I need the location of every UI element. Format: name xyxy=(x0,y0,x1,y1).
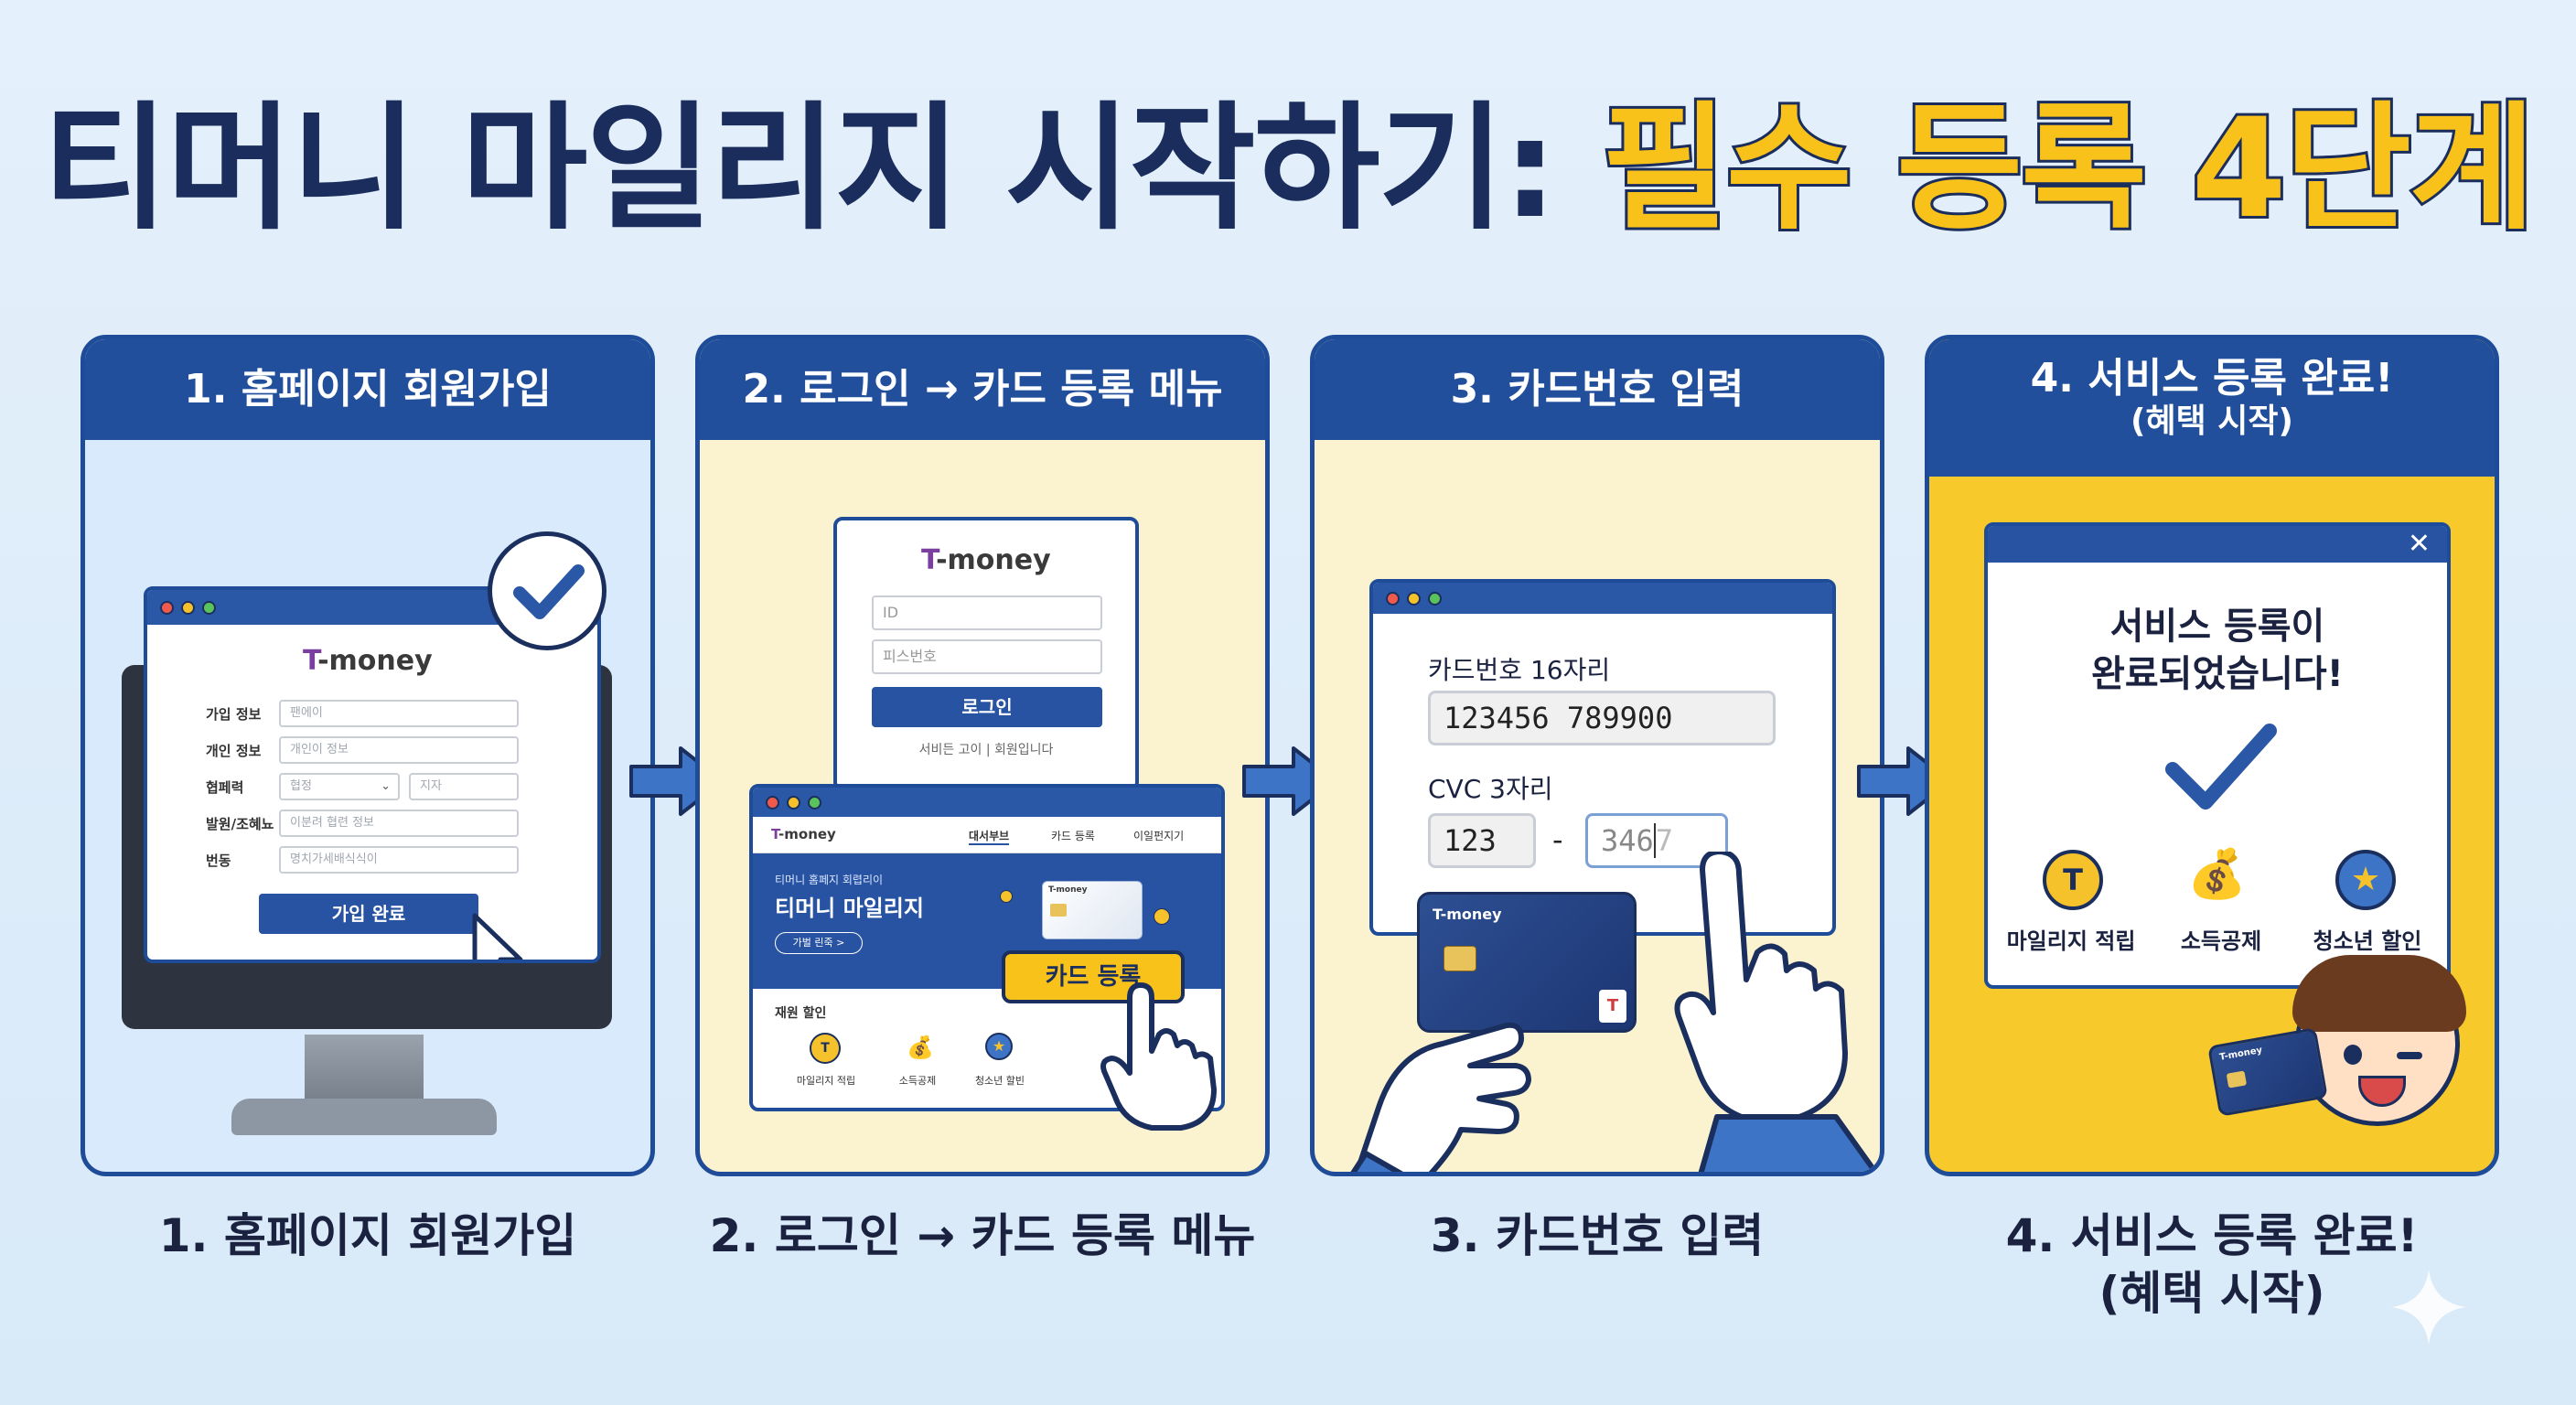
page-title: 티머니 마일리지 시작하기: 필수 등록 4단계 xyxy=(0,98,2576,241)
window-titlebar xyxy=(753,788,1221,817)
step4-panel: 4. 서비스 등록 완료! (혜택 시작) ✕ 서비스 등록이 완료되었습니다!… xyxy=(1925,335,2499,1176)
cvc-input-active[interactable]: 3467 xyxy=(1585,813,1728,868)
maximize-dot[interactable] xyxy=(202,600,216,615)
character-face xyxy=(2292,955,2466,1126)
signup-select[interactable]: 협정 ⌄ xyxy=(279,773,400,800)
cvc-dash: - xyxy=(1552,822,1563,857)
star-badge-icon: ★ xyxy=(2335,850,2396,910)
form-row-4: 발원/조혜뇨 이분려 협련 정보 xyxy=(206,810,519,837)
form-row-1: 가입 정보 팬에이 xyxy=(206,700,519,727)
close-icon[interactable]: ✕ xyxy=(2407,528,2431,560)
step1-header: 1. 홈페이지 회원가입 xyxy=(85,339,650,440)
login-button[interactable]: 로그인 xyxy=(872,687,1102,727)
minimize-dot[interactable] xyxy=(787,795,800,810)
hand-pointer-icon xyxy=(1100,982,1217,1131)
card-number-label: 카드번호 16자리 xyxy=(1428,655,1611,685)
monitor-stand xyxy=(305,1035,424,1108)
signup-field-1[interactable]: 팬에이 xyxy=(279,700,519,727)
nav-item-3[interactable]: 이일펀지기 xyxy=(1133,830,1185,842)
card-t-badge: T xyxy=(1599,990,1626,1023)
login-password-input[interactable]: 피스번호 xyxy=(872,639,1102,674)
benefit-youth: 청소년 할인 xyxy=(2313,928,2422,954)
chevron-down-icon: ⌄ xyxy=(381,779,391,793)
benefit-mileage: 마일리지 적립 xyxy=(2006,928,2136,954)
cvc-input[interactable]: 123 xyxy=(1428,813,1536,868)
step3-header: 3. 카드번호 입력 xyxy=(1315,339,1880,440)
step2-header: 2. 로그인 → 카드 등록 메뉴 xyxy=(700,339,1265,440)
minimize-dot[interactable] xyxy=(181,600,195,615)
money-hand-icon: 💰 xyxy=(907,1035,934,1060)
tmoney-logo: T-money xyxy=(921,544,1051,576)
maximize-dot[interactable] xyxy=(1428,591,1442,606)
form-row-2: 개인 정보 개인이 정보 xyxy=(206,736,519,764)
window-titlebar xyxy=(1373,583,1832,614)
close-dot[interactable] xyxy=(766,795,779,810)
card-number-input[interactable]: 123456 789900 xyxy=(1428,691,1776,745)
card-chip xyxy=(1444,946,1476,971)
sparkle-icon xyxy=(2391,1270,2466,1345)
coin-icon xyxy=(1154,908,1170,925)
hand-pointer-icon xyxy=(1674,852,1879,1172)
nav-item-2[interactable]: 카드 등록 xyxy=(1051,830,1095,842)
step3-caption: 3. 카드번호 입력 xyxy=(1430,1209,1765,1262)
coin-icon xyxy=(1000,890,1013,903)
form-row-3: 협페력 협정 ⌄ 지자 xyxy=(206,773,519,800)
close-dot[interactable] xyxy=(1386,591,1400,606)
star-badge-icon: ★ xyxy=(985,1033,1013,1060)
site-icon-row: T 마일리지 적립 💰 소득공제 ★ 청소년 할빈 xyxy=(796,1033,1025,1087)
step4-caption: 4. 서비스 등록 완료! (혜택 시작) xyxy=(2005,1209,2419,1320)
step4-header: 4. 서비스 등록 완료! (혜택 시작) xyxy=(1929,339,2495,477)
tmoney-logo: T-money xyxy=(303,645,433,677)
benefit-tax: 소득공제 xyxy=(2180,928,2262,954)
hero-button[interactable]: 가벌 린죽 > xyxy=(775,932,863,954)
form-row-5: 번동 명치가세배식식이 xyxy=(206,846,519,874)
site-logo[interactable]: T-money xyxy=(771,826,836,842)
monitor-base xyxy=(231,1099,497,1135)
nav-item-1[interactable]: 대서부브 xyxy=(969,828,1010,845)
signup-field-4[interactable]: 이분려 협련 정보 xyxy=(279,810,519,837)
step3-panel: 3. 카드번호 입력 카드번호 16자리 123456 789900 CVC 3… xyxy=(1310,335,1884,1176)
login-id-input[interactable]: ID xyxy=(872,595,1102,630)
check-icon xyxy=(2165,724,2277,810)
tmoney-card: T-money T xyxy=(1417,892,1637,1033)
check-icon xyxy=(513,564,585,619)
signup-field-3b[interactable]: 지자 xyxy=(409,773,519,800)
cvc-label: CVC 3자리 xyxy=(1428,774,1553,804)
section-title: 재원 할인 xyxy=(775,1006,827,1021)
step2-caption: 2. 로그인 → 카드 등록 메뉴 xyxy=(709,1209,1256,1262)
title-part2: 필수 등록 4단계 xyxy=(1599,90,2538,249)
step1-panel: 1. 홈페이지 회원가입 T-money 가입 정보 팬에이 개인 정보 개인이… xyxy=(80,335,655,1176)
completion-popup: ✕ 서비스 등록이 완료되었습니다! T 마일리지 적립 💰 소득공제 ★ 청소… xyxy=(1984,522,2451,989)
site-nav: T-money 대서부브 카드 등록 이일펀지기 xyxy=(753,817,1221,853)
signup-submit-button[interactable]: 가입 완료 xyxy=(259,894,478,934)
step1-caption: 1. 홈페이지 회원가입 xyxy=(158,1209,577,1262)
check-bubble xyxy=(488,531,606,650)
popup-titlebar: ✕ xyxy=(1988,526,2447,563)
coin-icon: T xyxy=(2043,850,2103,910)
site-hero: 티머니 홈페지 회렵리이 티머니 마일리지 가벌 린죽 > T-money xyxy=(753,853,1221,989)
signup-field-2[interactable]: 개인이 정보 xyxy=(279,736,519,764)
cursor-arrow-icon xyxy=(472,913,523,960)
money-hand-icon: 💰 xyxy=(2187,847,2247,902)
minimize-dot[interactable] xyxy=(1407,591,1421,606)
step2-panel: 2. 로그인 → 카드 등록 메뉴 T-money ID 피스번호 로그인 서비… xyxy=(695,335,1270,1176)
card-illustration: T-money xyxy=(1042,881,1143,939)
signup-field-5[interactable]: 명치가세배식식이 xyxy=(279,846,519,874)
completion-message: 서비스 등록이 완료되었습니다! xyxy=(2091,606,2344,695)
login-links[interactable]: 서비든 고이 | 회원입니다 xyxy=(918,743,1054,757)
coin-icon: T xyxy=(810,1033,841,1064)
close-dot[interactable] xyxy=(160,600,174,615)
maximize-dot[interactable] xyxy=(808,795,821,810)
login-window: T-money ID 피스번호 로그인 서비든 고이 | 회원입니다 xyxy=(833,517,1139,791)
title-part1: 티머니 마일리지 시작하기: xyxy=(42,90,1557,249)
held-card: T-money xyxy=(2207,1027,2328,1117)
left-hand-icon xyxy=(1350,1022,1531,1172)
